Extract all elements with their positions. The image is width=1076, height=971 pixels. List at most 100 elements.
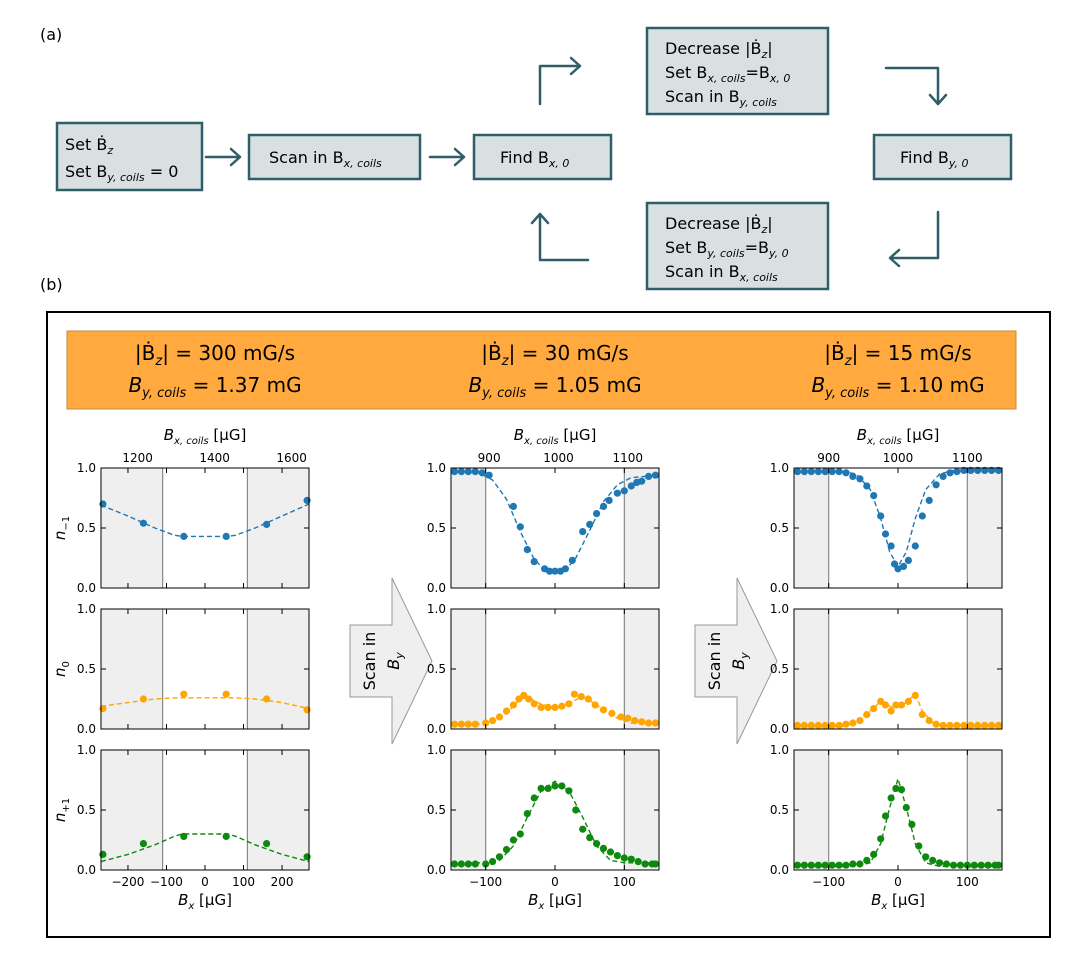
data-point xyxy=(929,856,937,865)
data-point xyxy=(591,701,599,709)
shade-right xyxy=(967,468,1002,588)
data-point xyxy=(849,719,857,727)
data-point xyxy=(599,502,608,510)
y-tick-label: 0.5 xyxy=(427,662,446,676)
top-axis-label-main: B xyxy=(857,426,867,444)
data-point xyxy=(471,720,479,728)
data-point xyxy=(561,565,570,573)
data-point xyxy=(977,861,985,869)
x-tick-label: −200 xyxy=(111,875,144,889)
data-point xyxy=(509,701,517,709)
data-point xyxy=(651,860,660,868)
box-set-bz-line1: Set Ḃz xyxy=(65,135,113,157)
data-point xyxy=(570,690,579,698)
y-tick-label: 0.5 xyxy=(77,521,96,535)
data-point xyxy=(584,695,592,703)
fit-curve xyxy=(794,776,1002,868)
shade-left xyxy=(101,468,163,588)
arrow-start-to-scan xyxy=(204,147,242,167)
top-axis-label-sub: x, coils xyxy=(523,436,559,447)
data-point xyxy=(856,860,864,868)
shade-right xyxy=(247,609,309,729)
data-point xyxy=(139,695,147,703)
box-decrease-top-line2: Set Bx, coils=Bx, 0 xyxy=(665,63,790,85)
top-axis-label-sub: x, coils xyxy=(173,436,209,447)
x-tick-label: 0 xyxy=(894,875,902,889)
y-tick-label: 0.0 xyxy=(770,722,789,736)
data-point xyxy=(925,496,933,504)
data-point xyxy=(821,861,829,869)
data-point xyxy=(814,468,822,476)
data-point xyxy=(641,860,649,868)
data-point xyxy=(478,469,486,477)
data-point xyxy=(988,721,996,730)
top-tick-label: 1000 xyxy=(543,451,574,465)
data-point xyxy=(856,475,864,483)
plot-panel-0-1: 0.00.51.0n0 xyxy=(51,602,311,736)
x-tick-label: 200 xyxy=(271,875,294,889)
data-point xyxy=(606,848,615,856)
data-point xyxy=(525,695,533,703)
arrow-scan-to-find xyxy=(428,147,466,167)
y-tick-label: 0.5 xyxy=(770,662,789,676)
y-axis-label: n+1 xyxy=(51,798,72,822)
data-point xyxy=(904,556,913,565)
y-tick-label: 0.5 xyxy=(770,521,789,535)
y-tick-label: 0.5 xyxy=(427,521,446,535)
box-decrease-top xyxy=(645,26,830,116)
y-axis-label-sub: 0 xyxy=(61,661,72,667)
y-tick-label: 1.0 xyxy=(77,602,96,616)
x-axis-label-main: B xyxy=(528,891,538,909)
data-point xyxy=(835,721,843,730)
flow-diagram: Set Ḃz Set By, coils = 0 Scan in Bx, coi… xyxy=(55,26,1013,291)
header-labels: |Ḃz| = 300 mG/s By, coils = 1.37 mG |Ḃz|… xyxy=(128,341,984,401)
data-point xyxy=(599,706,608,714)
panel-b-frame xyxy=(46,311,1051,938)
data-point xyxy=(894,565,902,573)
top-axis-label-main: B xyxy=(514,426,524,444)
x-axis-label-main: B xyxy=(178,891,188,909)
data-point xyxy=(800,468,809,476)
data-point xyxy=(263,840,271,848)
arrow-decrease-top-to-find-y xyxy=(884,66,948,106)
data-point xyxy=(457,720,465,728)
data-point xyxy=(565,700,573,708)
data-point xyxy=(457,468,465,476)
y-tick-label: 1.0 xyxy=(427,461,446,475)
data-point xyxy=(489,717,497,725)
y-tick-label: 0.0 xyxy=(427,863,446,877)
x-tick-label: 0 xyxy=(551,875,559,889)
shade-right xyxy=(967,609,1002,729)
data-point xyxy=(577,693,585,701)
top-axis-label-unit: [μG] xyxy=(209,426,247,444)
data-point xyxy=(485,471,493,479)
data-point xyxy=(994,861,1003,869)
shade-right xyxy=(247,468,309,588)
data-point xyxy=(835,468,843,476)
data-point xyxy=(551,567,559,575)
y-tick-label: 0.0 xyxy=(770,863,789,877)
data-point xyxy=(489,858,497,866)
data-point xyxy=(800,861,809,869)
arrow-decrease-bottom-to-find-x xyxy=(530,212,590,262)
data-point xyxy=(99,705,107,713)
shade-left xyxy=(794,609,829,729)
data-point xyxy=(807,861,815,869)
data-point xyxy=(551,703,559,712)
data-point xyxy=(599,844,608,853)
data-point xyxy=(222,832,230,841)
header-bar xyxy=(66,330,1017,410)
y-tick-label: 1.0 xyxy=(770,743,789,757)
x-tick-label: −100 xyxy=(812,875,845,889)
data-point xyxy=(471,860,479,868)
y-axis-label-main: n xyxy=(51,531,69,541)
panel-label-a: (a) xyxy=(40,25,62,44)
data-point xyxy=(139,519,147,527)
data-point xyxy=(180,532,188,541)
data-point xyxy=(918,512,926,520)
y-tick-label: 0.0 xyxy=(770,581,789,595)
data-point xyxy=(925,717,933,725)
